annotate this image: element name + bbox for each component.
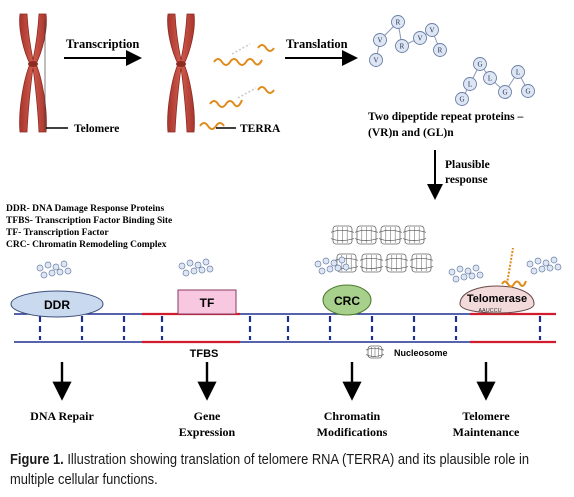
nucleosome [378,225,403,245]
svg-text:V: V [429,27,434,35]
svg-text:R: R [396,19,401,27]
svg-text:R: R [438,47,443,55]
ddr-label: DDR [44,298,70,312]
svg-text:G: G [525,88,530,96]
translation-label: Translation [286,37,348,51]
dipeptide-label-line2: (VR)n and (GL)n [368,127,454,139]
terra-strand-vertical [506,247,514,285]
svg-text:G: G [502,89,507,97]
svg-text:L: L [468,81,472,89]
amino-acid-bead: R [433,43,447,57]
dipeptide-label-line1: Two dipeptide repeat proteins – [368,111,524,123]
transcription-label: Transcription [66,37,139,51]
legend-item: TF- Transcription Factor [6,228,109,238]
dna-double-strand [14,312,556,344]
telomerase-template-label: AAUCCU [478,308,501,314]
svg-text:G: G [459,96,464,104]
plausible-label-line2: response [445,174,488,186]
amino-acid-bead: V [369,53,383,67]
nucleosome-stack [330,225,434,273]
amino-acid-bead: L [463,77,477,91]
terra-label: TERRA [240,123,281,135]
legend-item: TFBS- Transcription Factor Binding Site [6,216,172,226]
telomerase-enzyme [459,285,535,314]
amino-acid-bead: G [473,57,487,71]
amino-acid-bead: V [425,23,439,37]
svg-text:L: L [488,75,492,83]
nucleosome [365,345,385,359]
ddr-protein [10,290,104,318]
chromatin-label-line1: Chromatin [324,409,381,423]
amino-acid-bead: R [391,15,405,29]
svg-text:G: G [477,61,482,69]
terra-on-telomerase [501,280,527,288]
svg-text:V: V [377,37,382,45]
nucleosome [354,225,379,245]
chromosome-right [167,13,195,133]
amino-acid-bead: G [498,85,512,99]
protein-cluster [448,264,484,283]
amino-acid-bead: G [455,92,469,106]
svg-text:V: V [373,57,378,65]
plausible-label-line1: Plausible [445,159,490,171]
figure-caption: Figure 1. Illustration showing translati… [10,450,566,490]
nucleosome-label: Nucleosome [394,348,448,358]
protein-cluster [36,260,72,279]
protein-clusters [36,256,562,283]
amino-acid-bead: G [521,84,535,98]
crc-protein [322,284,372,316]
figure-caption-text: Illustration showing translation of telo… [10,451,530,488]
chromosome-left [19,13,47,133]
gene-expression-label-line2: Expression [179,425,236,439]
svg-text:R: R [400,43,405,51]
protein-cluster [526,256,562,275]
abbreviation-legend: DDR- DNA Damage Response Proteins TFBS- … [6,204,172,250]
amino-acid-bead: V [373,33,387,47]
legend-item: CRC- Chromatin Remodeling Complex [6,240,167,250]
tf-label: TF [200,296,215,310]
legend-item: DDR- DNA Damage Response Proteins [6,204,164,214]
gene-expression-label-line1: Gene [194,409,221,423]
chromatin-label-line2: Modifications [317,425,388,439]
outcome-arrows [52,362,496,401]
nucleosome [409,253,434,273]
nucleosome-legend-icon [365,345,385,359]
svg-text:V: V [417,35,422,43]
tf-protein [177,289,237,315]
telomere-maintenance-label-line2: Maintenance [453,425,520,439]
amino-acid-bead: L [511,65,525,79]
telomerase-label: Telomerase [467,293,527,305]
crc-label: CRC [334,294,360,308]
terra-rna-strands [199,43,275,130]
telomere-maintenance-label-line1: Telomere [462,409,510,423]
telomere-label: Telomere [74,123,119,135]
amino-acid-bead: R [395,39,409,53]
svg-text:L: L [516,69,520,77]
nucleosome [359,253,384,273]
amino-acid-bead: V [413,31,427,45]
protein-cluster [178,258,214,277]
nucleosome [402,225,427,245]
protein-cluster [314,256,350,275]
amino-acid-bead: L [483,71,497,85]
figure-caption-label: Figure 1. [10,451,64,468]
nucleosome [330,225,355,245]
nucleosome [384,253,409,273]
dna-repair-label: DNA Repair [30,409,94,423]
tfbs-label: TFBS [190,348,219,360]
